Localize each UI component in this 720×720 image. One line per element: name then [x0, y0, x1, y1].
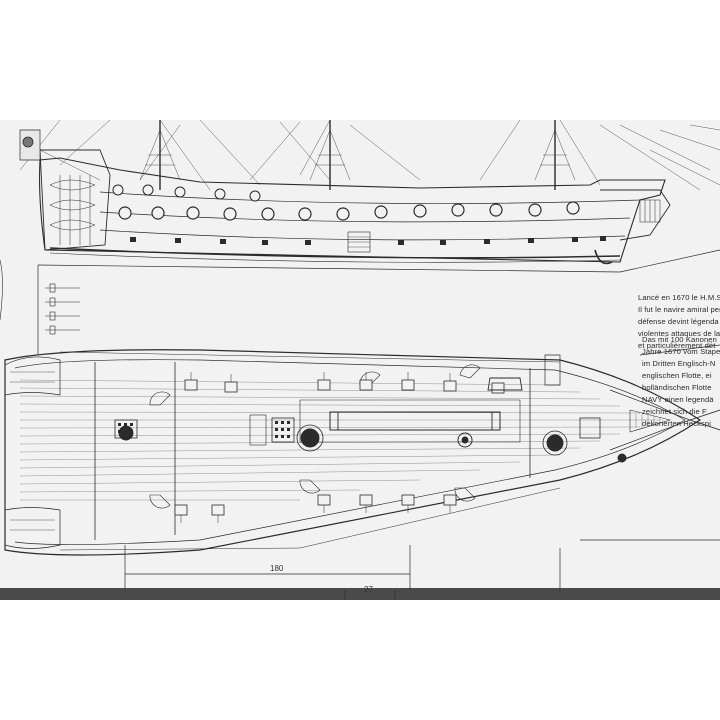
note-line: Lancé en 1670 le H.M.S. — [638, 293, 720, 302]
cannon-icon — [118, 201, 580, 221]
note-line: holländischen Flotte — [642, 383, 712, 392]
note-line: im Dritten Englisch-N — [642, 359, 716, 368]
hatch-icon — [114, 414, 601, 446]
mast-icon — [118, 425, 134, 441]
cannon-icon — [174, 379, 505, 516]
note-line: zeichnet sich die F — [642, 407, 707, 416]
ship-side-view-icon — [19, 119, 720, 265]
note-line: NAVY einen legendä — [642, 395, 714, 404]
shadow-band — [0, 588, 720, 600]
note-line: violentes attaques de la — [638, 329, 720, 338]
note-line: et particulièrement dét — [638, 341, 716, 350]
ship-deck-plan-icon — [4, 349, 720, 556]
note-line: défense devint légenda — [638, 317, 719, 326]
note-line: dekorierten Heckspi — [642, 419, 712, 428]
description-german: Das mit 100 Kanonen Jahre 1670 vom Stape… — [642, 334, 720, 430]
note-line: Das mit 100 Kanonen — [642, 335, 717, 344]
note-line: englischen Flotte, ei — [642, 371, 712, 380]
note-line: Il fut le navire amiral per — [638, 305, 720, 314]
dimension-label-length: 180 — [270, 564, 284, 573]
note-line: Jahre 1670 vom Stape — [642, 347, 720, 356]
dimension-label-spacing: 27 — [364, 585, 373, 594]
description-french: Lancé en 1670 le H.M.S. Il fut le navire… — [638, 292, 720, 352]
dimension-lines — [124, 539, 720, 600]
